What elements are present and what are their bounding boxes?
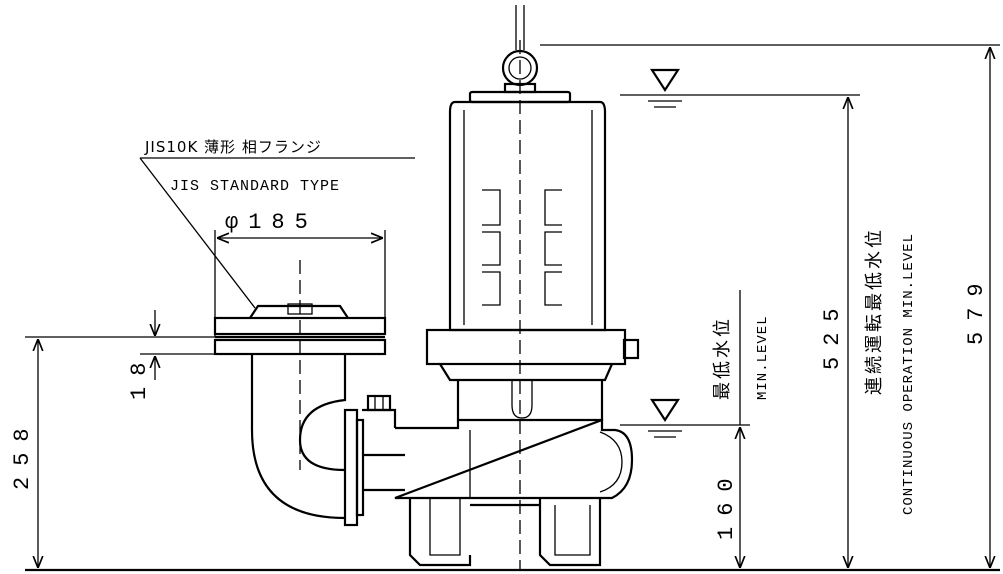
cont-level-height-value: 525 xyxy=(820,297,845,370)
water-level-lower xyxy=(620,398,750,438)
leader-line xyxy=(139,157,256,309)
water-level-upper xyxy=(620,68,860,108)
min-level-en: MIN.LEVEL xyxy=(755,315,771,400)
motor-fins xyxy=(482,189,562,306)
outlet-height-value: 258 xyxy=(10,417,35,490)
cont-level-jp: 連続運転最低水位 xyxy=(864,227,885,395)
pump-body xyxy=(343,5,640,567)
cont-level-en: CONTINUOUS OPERATION MIN.LEVEL xyxy=(901,233,917,515)
total-height-value: 579 xyxy=(964,272,989,345)
flange-spec-jp: JIS10K 薄形 相フランジ xyxy=(144,138,322,156)
flange-diameter-label: φ185 xyxy=(225,210,318,235)
min-level-jp: 最低水位 xyxy=(712,316,733,400)
min-level-height-value: 160 xyxy=(714,467,739,540)
flange-spec-en: JIS STANDARD TYPE xyxy=(170,178,340,195)
flange-thickness-value: 18 xyxy=(127,352,152,400)
